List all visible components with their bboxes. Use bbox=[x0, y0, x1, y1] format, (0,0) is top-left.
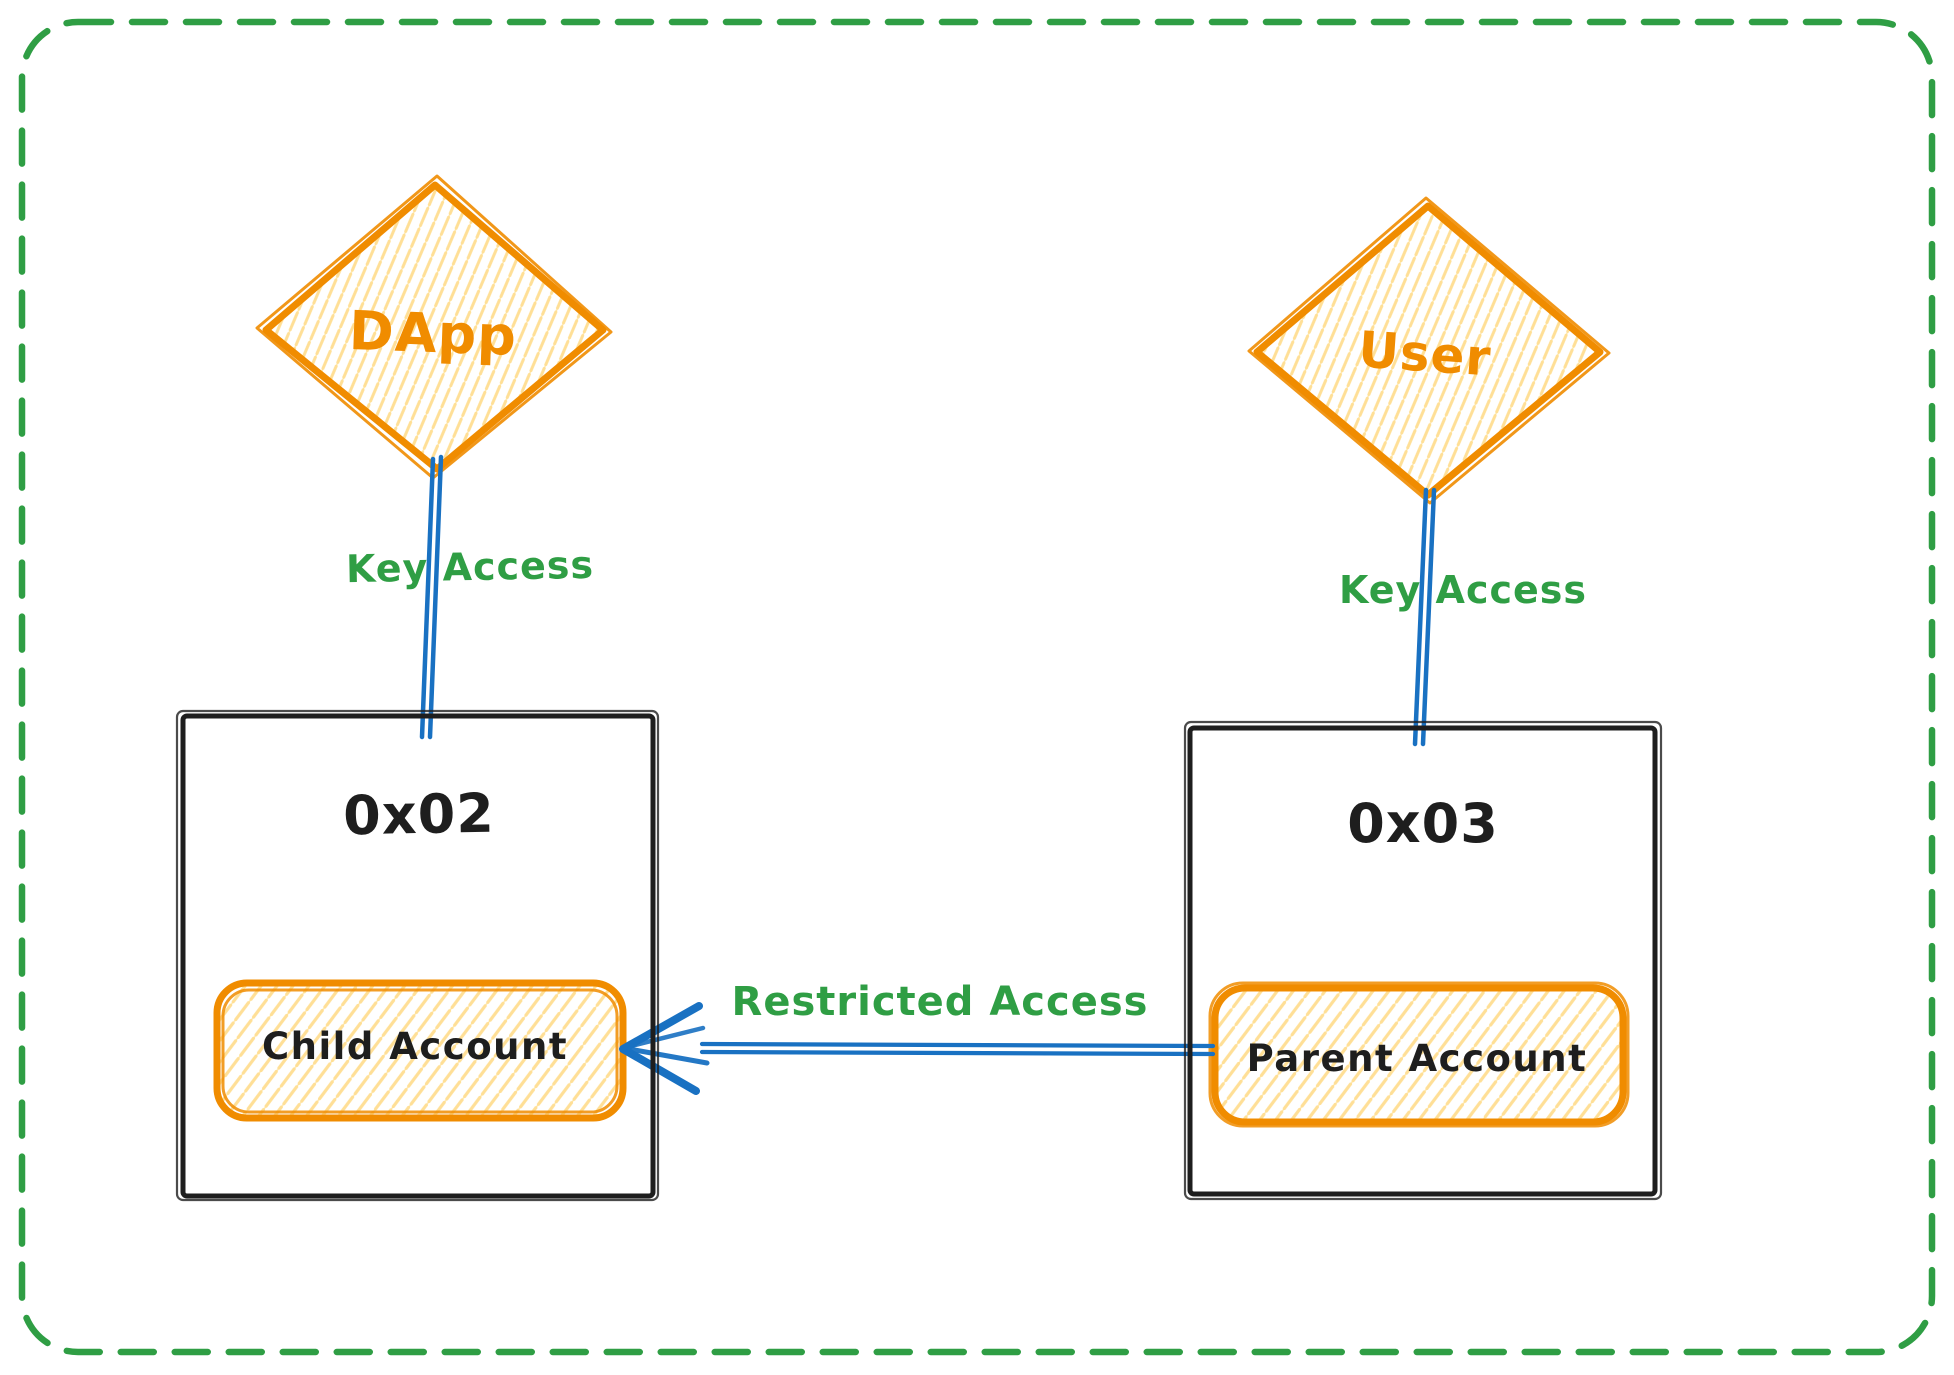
restricted-arrow-line-2 bbox=[699, 1049, 1216, 1057]
dashed-border-frame bbox=[18, 18, 1936, 1356]
restricted-access-arrow bbox=[619, 1002, 1216, 1095]
user-label: User bbox=[1357, 320, 1494, 387]
box-0x03-overdraw bbox=[1183, 720, 1663, 1201]
box-0x03-title: 0x03 bbox=[1347, 792, 1499, 855]
restricted-access-label: Restricted Access bbox=[732, 979, 1149, 1025]
parent-account-label: Parent Account bbox=[1247, 1037, 1588, 1080]
restricted-arrowhead-stroke-3 bbox=[628, 1025, 706, 1049]
user-diamond-overdraw bbox=[1247, 196, 1611, 505]
restricted-arrowhead bbox=[619, 1002, 703, 1095]
restricted-arrowhead-stroke-2 bbox=[626, 1046, 710, 1066]
dapp-label: DApp bbox=[348, 299, 518, 368]
user-key-access-connector bbox=[1412, 487, 1437, 747]
user-connector-line-2 bbox=[1420, 487, 1437, 747]
child-account-node bbox=[213, 979, 627, 1122]
box-0x03-node bbox=[1183, 720, 1663, 1201]
user-node: User bbox=[1247, 196, 1611, 505]
parent-account-shape bbox=[1211, 984, 1627, 1126]
dapp-connector-line-2 bbox=[427, 454, 444, 740]
box-0x02-node bbox=[175, 709, 660, 1202]
dapp-node: DApp bbox=[255, 174, 613, 480]
dapp-diamond-shape bbox=[262, 181, 607, 473]
box-0x02-overdraw bbox=[175, 709, 660, 1202]
box-0x02-title: 0x02 bbox=[343, 782, 496, 848]
dapp-connector-line-1 bbox=[419, 456, 436, 740]
restricted-arrow-line-1 bbox=[699, 1041, 1216, 1049]
key-access-label-right: Key Access bbox=[1339, 568, 1587, 612]
key-access-label-left: Key Access bbox=[346, 543, 595, 591]
box-0x03-shape bbox=[1187, 725, 1658, 1197]
child-account-label: Child Account bbox=[262, 1025, 568, 1068]
dapp-key-access-connector bbox=[419, 454, 444, 740]
user-connector-line-1 bbox=[1412, 487, 1429, 747]
child-account-overdraw bbox=[221, 988, 619, 1114]
box-0x02-shape bbox=[180, 713, 656, 1199]
